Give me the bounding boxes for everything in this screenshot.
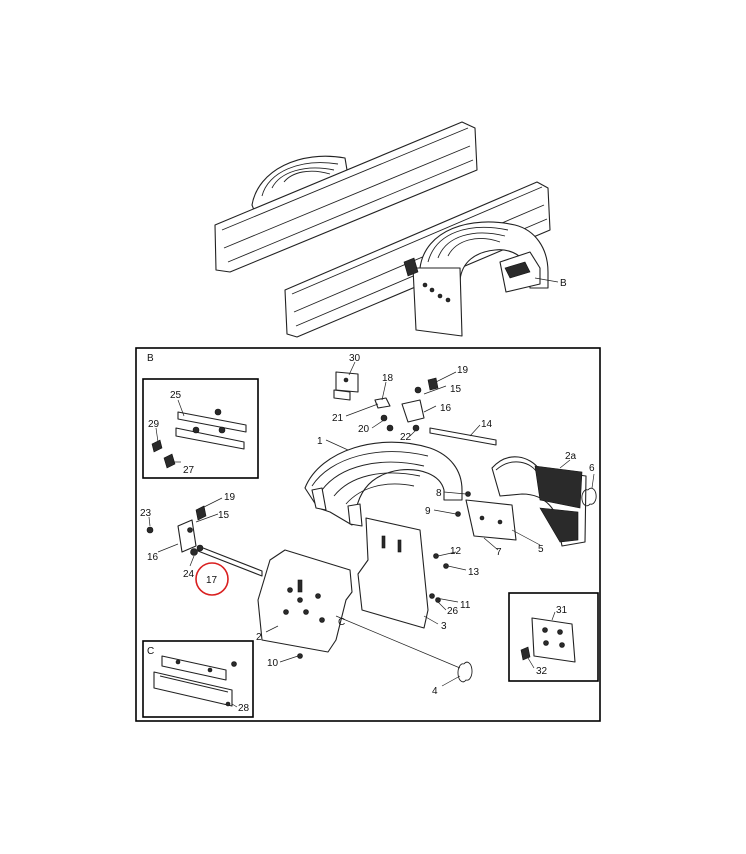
callout-4: 4	[432, 686, 438, 697]
callout-19-left: 19	[224, 492, 236, 503]
callout-24: 24	[183, 569, 195, 580]
bracket-28	[153, 655, 237, 707]
callout-20: 20	[358, 424, 370, 435]
callout-23: 23	[140, 508, 152, 519]
view-label-b-main: B	[560, 278, 567, 289]
callout-14: 14	[481, 419, 493, 430]
callout-15-upper: 15	[450, 384, 462, 395]
flap-3	[357, 517, 429, 629]
callout-32: 32	[536, 666, 548, 677]
mudguard-2	[257, 549, 353, 653]
chassis-overview: B	[214, 121, 567, 338]
small-fasteners	[297, 491, 473, 683]
callout-18: 18	[382, 373, 394, 384]
callout-11: 11	[460, 600, 471, 611]
inset-plate-31	[508, 592, 599, 682]
bracket-plate-25	[151, 408, 247, 469]
callout-31: 31	[556, 605, 568, 616]
view-label-c-callout: C	[338, 617, 345, 628]
callout-26: 26	[447, 606, 459, 617]
callout-25: 25	[170, 390, 182, 401]
rod-14	[429, 427, 497, 446]
callout-7: 7	[496, 547, 502, 558]
callout-19-upper: 19	[457, 365, 469, 376]
view-label-c-detail: C	[147, 646, 154, 657]
callout-28: 28	[238, 703, 250, 714]
callout-labels: 1 2 2a 3 4 5 6 7 8 9 10 11 12 13 14 15 1…	[140, 353, 595, 714]
detail-frame-b	[135, 347, 601, 722]
callout-29: 29	[148, 419, 160, 430]
left-mount-hardware	[146, 505, 207, 556]
plate-31	[520, 617, 576, 663]
view-label-b-detail: B	[147, 353, 154, 364]
inset-bracket-28	[142, 640, 254, 718]
callout-16-upper: 16	[440, 403, 452, 414]
callout-8: 8	[436, 488, 442, 499]
fender-2a	[465, 456, 597, 547]
callout-2a: 2a	[565, 451, 577, 462]
callout-3: 3	[441, 621, 447, 632]
upper-mount-hardware	[333, 371, 439, 432]
callout-5: 5	[538, 544, 544, 555]
callout-15-left: 15	[218, 510, 230, 521]
callout-22: 22	[400, 432, 412, 443]
inset-bracket-25	[142, 378, 259, 479]
callout-12: 12	[450, 546, 462, 557]
callout-16-left: 16	[147, 552, 159, 563]
highlight-circle-17	[195, 562, 229, 596]
fender-1	[304, 441, 463, 527]
callout-13: 13	[468, 567, 480, 578]
callout-9: 9	[425, 506, 431, 517]
callout-1: 1	[317, 436, 323, 447]
callout-30: 30	[349, 353, 361, 364]
callout-10: 10	[267, 658, 279, 669]
callout-27: 27	[183, 465, 195, 476]
callout-17: 17	[206, 575, 218, 586]
callout-6: 6	[589, 463, 595, 474]
callout-2: 2	[256, 632, 262, 643]
rod-17	[197, 545, 263, 577]
callout-21: 21	[332, 413, 344, 424]
